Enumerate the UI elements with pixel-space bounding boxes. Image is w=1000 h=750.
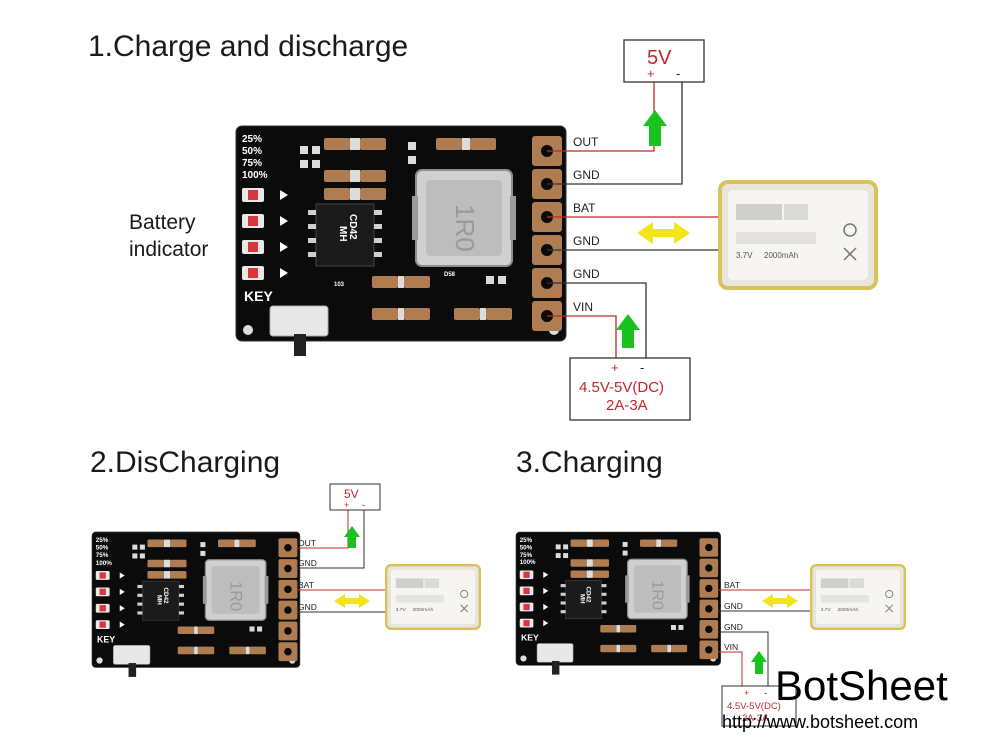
- input-current-s3: 2A-3A: [742, 713, 769, 724]
- pin-label-out-s2: OUT: [298, 538, 316, 548]
- input-minus-s3: -: [764, 688, 767, 698]
- chip-label-cd42-s2: CD42: [162, 587, 169, 604]
- pin-label-vin-s3: VIN: [724, 642, 738, 652]
- output-voltage-s2: 5V: [344, 487, 359, 501]
- pin-label-gnd-2: GND: [573, 234, 600, 248]
- brand-name: BotSheet: [775, 662, 948, 709]
- pin-label-gnd-s2b: GND: [298, 602, 317, 612]
- yellow-double-arrow-1: [637, 222, 690, 244]
- battery-capacity-s3: 2000mAh: [838, 607, 859, 613]
- pcb-module-charging: 25% 50% 75% 100% KEY MH CD42 1R0: [515, 531, 722, 676]
- battery-capacity-s2: 2000mAh: [413, 607, 434, 613]
- r103-mark: 103: [334, 282, 345, 288]
- pin-label-gnd-3: GND: [573, 267, 600, 281]
- inductor-mark-s2: 1R0: [227, 581, 245, 611]
- pin-label-vin: VIN: [573, 300, 593, 314]
- green-arrow-up-s3: [751, 651, 767, 674]
- battery-main: 3.7V 2000mAh: [718, 180, 878, 290]
- input-current: 2A-3A: [606, 397, 648, 414]
- chip-label-cd42-s3: CD42: [585, 587, 592, 603]
- yellow-double-arrow-3: [762, 594, 798, 608]
- input-dc-box: + - 4.5V-5V(DC) 2A-3A: [569, 357, 691, 421]
- input-voltage: 4.5V-5V(DC): [579, 379, 664, 396]
- inductor-mark-s3: 1R0: [648, 580, 666, 610]
- green-arrow-up-out: [643, 110, 667, 146]
- pcb-module-main: 25% 50% 75% 100% KEY MH CD42 1R0 D58 103: [235, 125, 567, 357]
- led-level-50-s3: 50%: [520, 544, 533, 551]
- battery-voltage-s3: 3.7V: [821, 607, 832, 613]
- battery-indicator-label-line1: Battery: [129, 211, 196, 234]
- key-label: KEY: [244, 288, 273, 304]
- output-5v-box: 5V + -: [623, 39, 705, 83]
- inductor-mark: 1R0: [450, 204, 480, 252]
- pin-label-out: OUT: [573, 135, 599, 149]
- led-level-100-s3: 100%: [520, 559, 536, 566]
- battery-capacity: 2000mAh: [764, 251, 798, 260]
- output-plus: +: [647, 66, 655, 81]
- chip-label-mh-s3: MH: [578, 594, 585, 604]
- input-plus: +: [611, 360, 619, 375]
- led-level-100: 100%: [242, 170, 268, 181]
- pin-label-gnd-1: GND: [573, 168, 600, 182]
- led-level-100-s2: 100%: [96, 560, 113, 567]
- led-level-25-s2: 25%: [96, 537, 109, 544]
- section-title-charge-discharge: 1.Charge and discharge: [88, 30, 408, 63]
- input-minus: -: [640, 360, 644, 375]
- chip-label-cd42: CD42: [347, 214, 358, 240]
- pcb-module-discharging: 25% 50% 75% 100% KEY MH CD42 1R0: [91, 531, 301, 678]
- pin-label-gnd-s3a: GND: [724, 601, 743, 611]
- battery-voltage: 3.7V: [736, 251, 753, 260]
- d58-mark: D58: [444, 272, 456, 278]
- green-arrow-up-s2: [344, 526, 360, 548]
- pin-label-gnd-s3b: GND: [724, 622, 743, 632]
- key-label-s3: KEY: [521, 633, 539, 643]
- key-label-s2: KEY: [97, 634, 115, 644]
- green-arrow-up-vin: [616, 314, 640, 348]
- pin-label-bat: BAT: [573, 201, 596, 215]
- led-level-75: 75%: [242, 158, 262, 169]
- section-title-charging: 3.Charging: [516, 446, 663, 479]
- led-level-75-s3: 75%: [520, 552, 533, 559]
- battery-discharging: 3.7V 2000mAh: [385, 564, 482, 630]
- output-plus-s2: +: [344, 500, 349, 510]
- led-level-25-s3: 25%: [520, 537, 533, 544]
- pin-label-gnd-s2a: GND: [298, 558, 317, 568]
- output-minus: -: [676, 66, 680, 81]
- led-level-50-s2: 50%: [96, 545, 109, 552]
- chip-label-mh: MH: [337, 226, 348, 242]
- chip-label-mh-s2: MH: [156, 595, 163, 605]
- led-level-25: 25%: [242, 134, 262, 145]
- brand-url: http://www.botsheet.com: [722, 712, 918, 732]
- yellow-double-arrow-2: [334, 594, 370, 608]
- output-voltage: 5V: [647, 47, 672, 69]
- output-minus-s2: -: [362, 500, 365, 510]
- output-5v-box-s2: 5V + -: [329, 483, 381, 511]
- input-voltage-s3: 4.5V-5V(DC): [727, 701, 781, 712]
- led-level-75-s2: 75%: [96, 552, 109, 559]
- pin-label-bat-s3: BAT: [724, 580, 740, 590]
- input-dc-box-s3: + - 4.5V-5V(DC) 2A-3A: [721, 685, 797, 727]
- led-level-50: 50%: [242, 146, 262, 157]
- battery-charging: 3.7V 2000mAh: [810, 564, 906, 630]
- battery-voltage-s2: 3.7V: [396, 607, 407, 613]
- battery-indicator-label-line2: indicator: [129, 238, 208, 261]
- section-title-discharging: 2.DisCharging: [90, 446, 280, 479]
- input-plus-s3: +: [744, 688, 749, 698]
- pin-label-bat-s2: BAT: [298, 580, 314, 590]
